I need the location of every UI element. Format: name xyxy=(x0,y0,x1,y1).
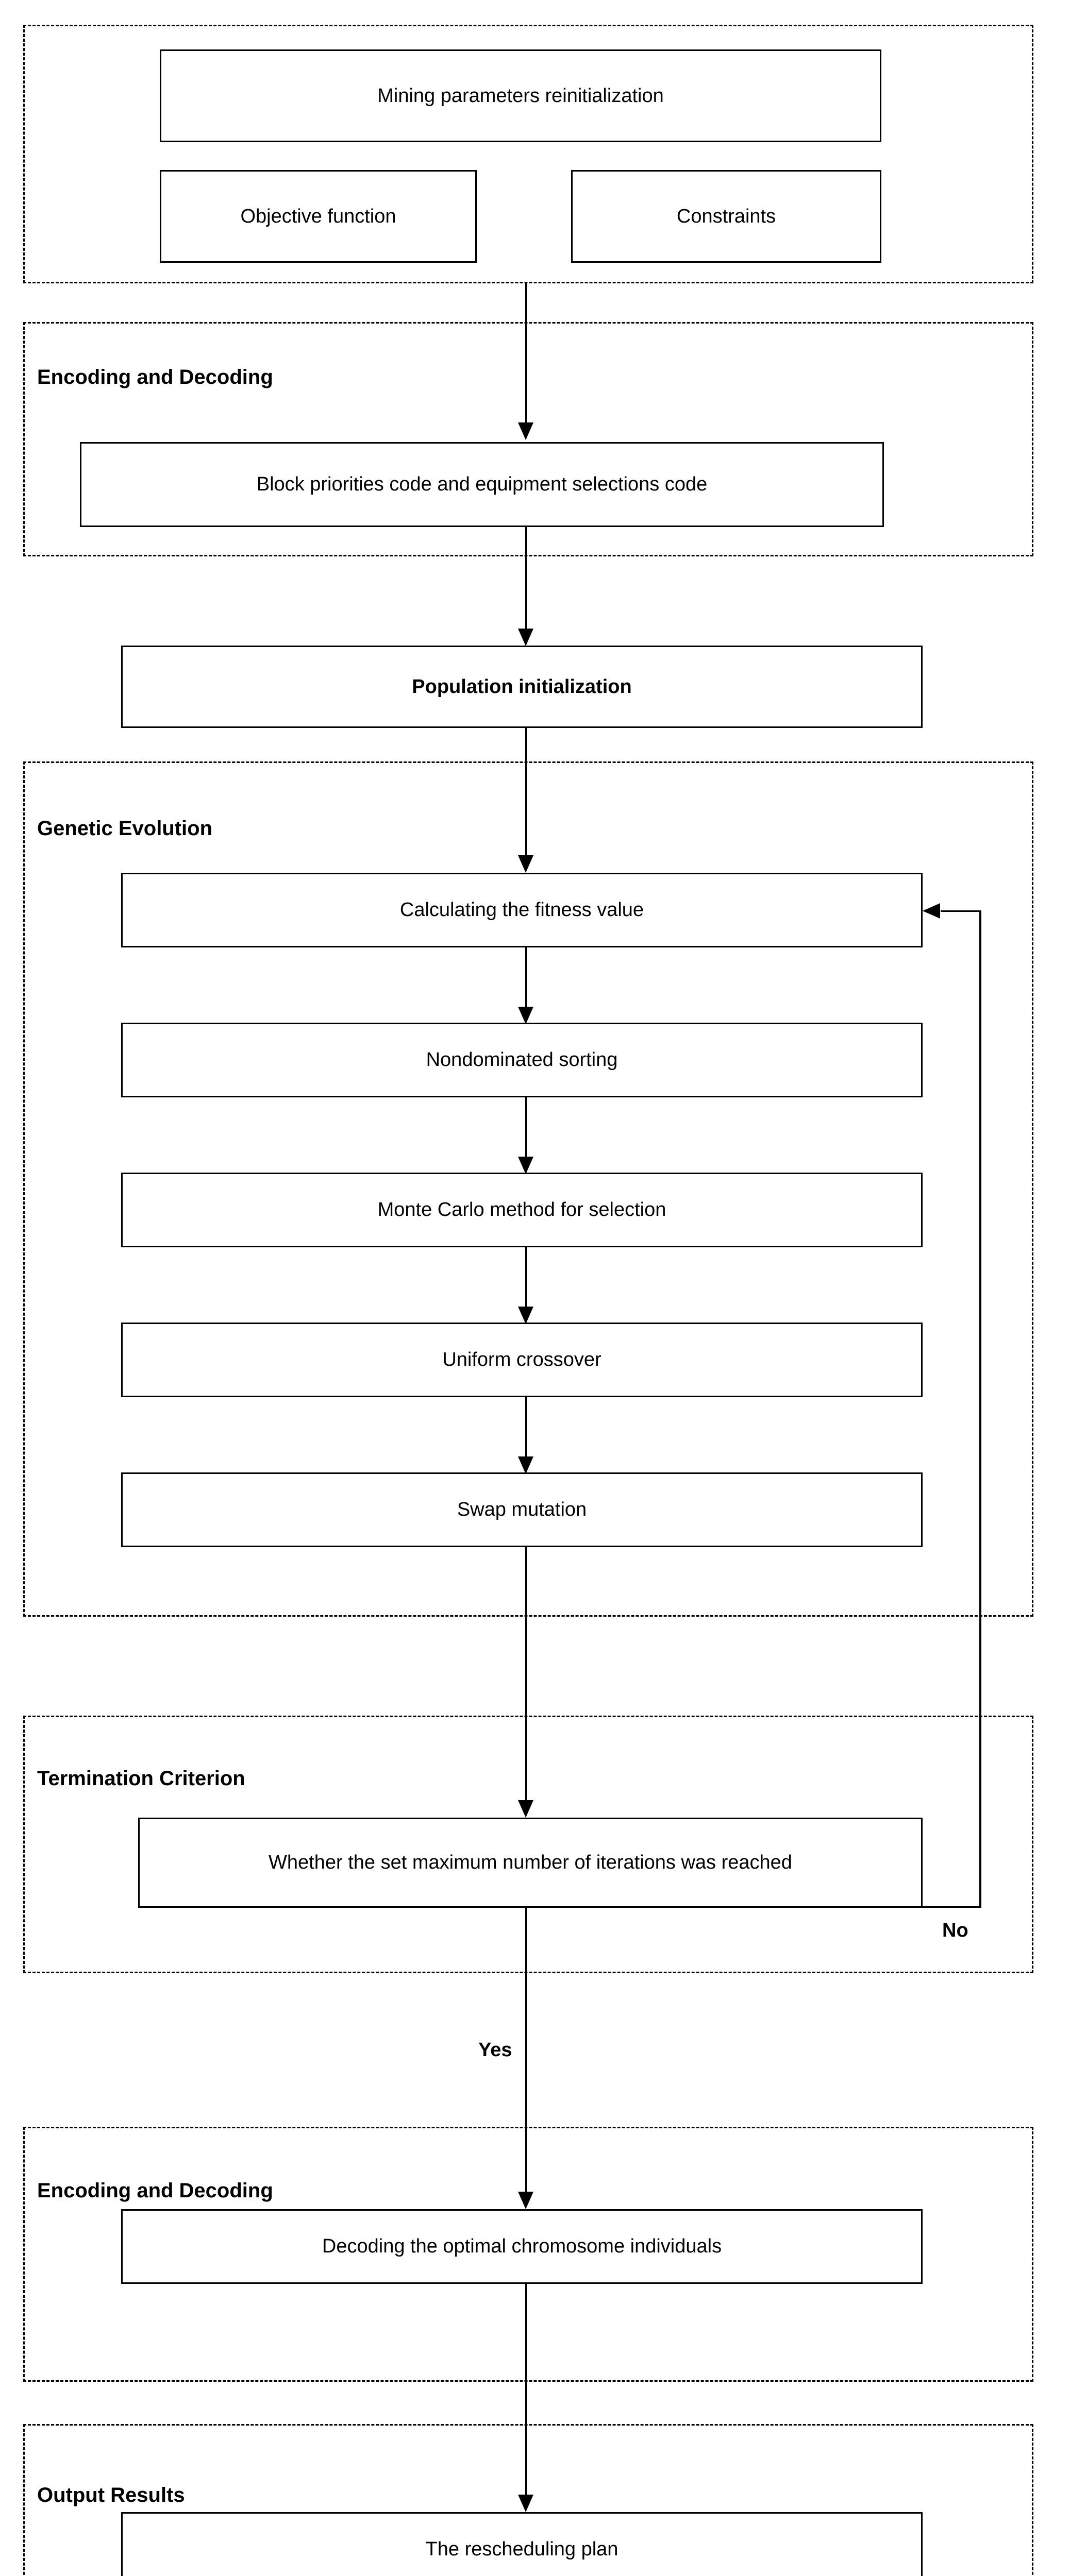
node-block-priorities[interactable]: Block priorities code and equipment sele… xyxy=(80,442,884,527)
arrowhead-termination xyxy=(518,1800,533,1818)
connector-sorting-to-montecarlo xyxy=(525,1096,527,1171)
arrowhead-encoding-top xyxy=(518,422,533,440)
arrowhead-mutation xyxy=(518,1456,533,1474)
edge-label-no: No xyxy=(942,1920,968,1941)
connector-mutation-to-termination xyxy=(525,1546,527,1809)
node-decoding-optimal-chromosome[interactable]: Decoding the optimal chromosome individu… xyxy=(121,2209,923,2284)
group-output-results xyxy=(23,2424,1033,2576)
group-label-termination-criterion: Termination Criterion xyxy=(37,1767,245,1790)
group-encoding-top xyxy=(23,322,1033,556)
group-label-genetic-evolution: Genetic Evolution xyxy=(37,817,213,840)
group-label-encoding-bottom: Encoding and Decoding xyxy=(37,2179,273,2202)
node-mining-parameters[interactable]: Mining parameters reinitialization xyxy=(160,49,881,142)
arrowhead-feedback-to-fitness xyxy=(923,903,940,919)
node-monte-carlo-selection[interactable]: Monte Carlo method for selection xyxy=(121,1173,923,1247)
feedback-loop-segment-bottom xyxy=(922,1906,981,1908)
arrowhead-population-init xyxy=(518,629,533,646)
node-termination-decision[interactable]: Whether the set maximum number of iterat… xyxy=(138,1818,923,1908)
connector-population-to-genetic xyxy=(525,727,527,869)
node-constraints[interactable]: Constraints xyxy=(571,170,881,263)
node-nondominated-sorting[interactable]: Nondominated sorting xyxy=(121,1023,923,1097)
group-encoding-bottom xyxy=(23,2127,1033,2382)
feedback-loop-segment-vertical xyxy=(979,910,981,1908)
group-label-encoding-top: Encoding and Decoding xyxy=(37,366,273,388)
arrowhead-output xyxy=(518,2495,533,2512)
connector-inputs-to-encoding xyxy=(525,283,527,432)
connector-crossover-to-mutation xyxy=(525,1396,527,1471)
connector-decoding-to-output xyxy=(525,2283,527,2504)
group-termination-criterion xyxy=(23,1716,1033,1973)
node-objective-function[interactable]: Objective function xyxy=(160,170,477,263)
arrowhead-decoding xyxy=(518,2192,533,2209)
node-uniform-crossover[interactable]: Uniform crossover xyxy=(121,1323,923,1397)
connector-fitness-to-sorting xyxy=(525,946,527,1021)
node-calculating-fitness[interactable]: Calculating the fitness value xyxy=(121,873,923,947)
arrowhead-crossover xyxy=(518,1307,533,1324)
group-inputs xyxy=(23,25,1033,283)
node-rescheduling-plan[interactable]: The rescheduling plan xyxy=(121,2512,923,2576)
feedback-loop-segment-top xyxy=(941,910,981,912)
connector-montecarlo-to-crossover xyxy=(525,1246,527,1321)
group-genetic-evolution xyxy=(23,761,1033,1617)
group-label-output-results: Output Results xyxy=(37,2484,185,2506)
node-swap-mutation[interactable]: Swap mutation xyxy=(121,1472,923,1547)
node-population-initialization[interactable]: Population initialization xyxy=(121,646,923,728)
arrowhead-montecarlo xyxy=(518,1157,533,1174)
connector-encoding-to-population xyxy=(525,526,527,637)
edge-label-yes: Yes xyxy=(478,2039,512,2061)
arrowhead-fitness xyxy=(518,855,533,873)
arrowhead-sorting xyxy=(518,1007,533,1024)
connector-termination-to-decoding xyxy=(525,1907,527,2200)
